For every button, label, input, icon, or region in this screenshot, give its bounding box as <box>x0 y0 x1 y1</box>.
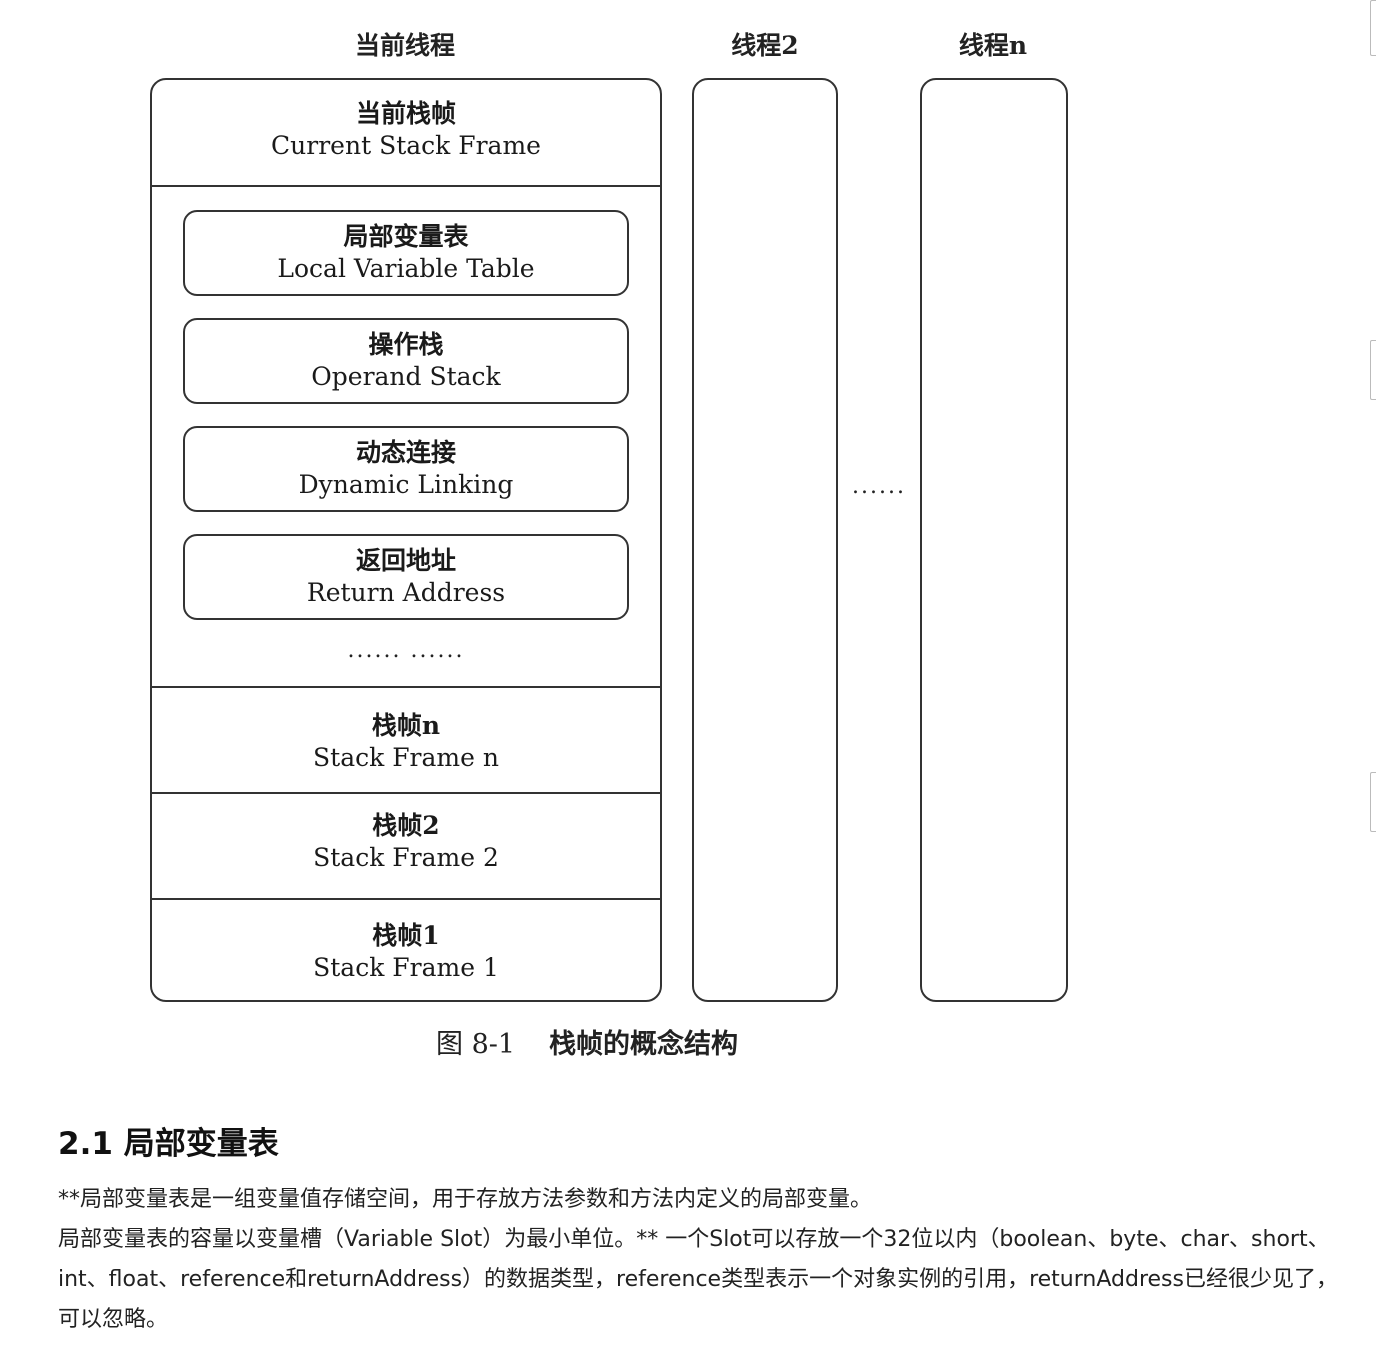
current-thread-box: 当前栈帧 Current Stack Frame 局部变量表 Local Var… <box>150 78 662 1002</box>
component-en: Return Address <box>306 578 506 607</box>
component-cn: 返回地址 <box>355 546 456 575</box>
components-ellipsis: ...... ...... <box>347 638 465 663</box>
frame-cn: 栈帧n <box>371 711 441 740</box>
caption-title: 栈帧的概念结构 <box>549 1029 739 1060</box>
stack-frame-1: 栈帧1 Stack Frame 1 <box>152 920 660 984</box>
current-stack-frame-en: Current Stack Frame <box>271 131 541 160</box>
stack-frame-2: 栈帧2 Stack Frame 2 <box>152 810 660 874</box>
thread-2-box <box>692 78 838 1002</box>
component-cn: 操作栈 <box>368 330 444 359</box>
section-heading: 2.1 局部变量表 <box>58 1126 279 1162</box>
divider <box>152 792 660 794</box>
component-cn: 动态连接 <box>355 438 456 467</box>
thread-n-title: 线程n <box>958 31 1028 60</box>
current-stack-frame-cn: 当前栈帧 <box>355 99 456 128</box>
current-stack-frame: 当前栈帧 Current Stack Frame <box>152 98 660 162</box>
frame-en: Stack Frame n <box>313 743 499 772</box>
thread-n-box <box>920 78 1068 1002</box>
component-en: Local Variable Table <box>277 254 535 283</box>
component-cn: 局部变量表 <box>343 222 469 251</box>
divider <box>152 185 660 187</box>
caption-number: 图 8-1 <box>436 1029 516 1060</box>
thread-2-title: 线程2 <box>731 31 799 60</box>
return-address-box: 返回地址 Return Address <box>183 534 629 620</box>
dynamic-linking-box: 动态连接 Dynamic Linking <box>183 426 629 512</box>
threads-ellipsis: ...... <box>852 474 906 499</box>
frame-en: Stack Frame 1 <box>313 953 499 982</box>
divider <box>152 686 660 688</box>
scroll-marker[interactable] <box>1370 340 1376 400</box>
scroll-marker[interactable] <box>1370 0 1376 56</box>
local-variable-table-box: 局部变量表 Local Variable Table <box>183 210 629 296</box>
component-en: Dynamic Linking <box>298 470 514 499</box>
frame-cn: 栈帧2 <box>372 811 440 840</box>
current-thread-title: 当前线程 <box>354 31 455 60</box>
scroll-marker[interactable] <box>1370 772 1376 832</box>
frame-cn: 栈帧1 <box>372 921 440 950</box>
component-en: Operand Stack <box>311 362 501 391</box>
stack-frame-n: 栈帧n Stack Frame n <box>152 710 660 774</box>
figure-caption: 图 8-1 栈帧的概念结构 <box>436 1022 738 1061</box>
frame-en: Stack Frame 2 <box>313 843 499 872</box>
paragraph-body: 局部变量表的容量以变量槽（Variable Slot）为最小单位。** 一个Sl… <box>58 1227 1338 1332</box>
paragraph-line-1: **局部变量表是一组变量值存储空间，用于存放方法参数和方法内定义的局部变量。 <box>58 1187 873 1212</box>
operand-stack-box: 操作栈 Operand Stack <box>183 318 629 404</box>
divider <box>152 898 660 900</box>
